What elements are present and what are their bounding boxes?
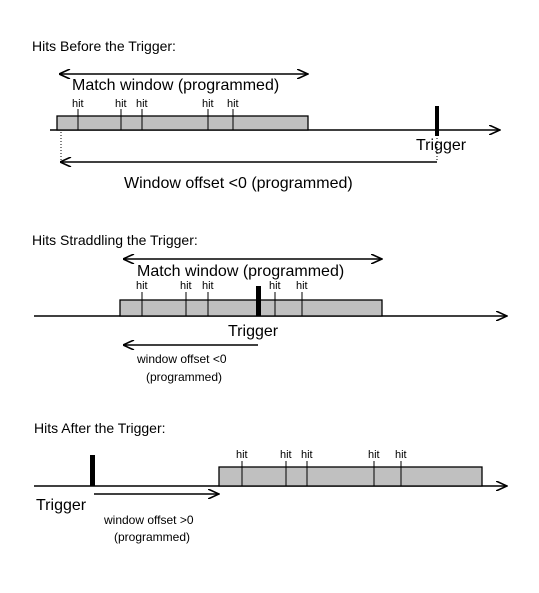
window-offset-label: window offset <0 [136,352,227,366]
trigger-label: Trigger [228,323,279,340]
hit-label: hit [180,280,192,292]
window-offset-label-sub: (programmed) [114,530,190,544]
hit-label: hit [301,449,313,461]
match-window-label: Match window (programmed) [72,77,279,94]
window-offset-label: Window offset <0 (programmed) [124,175,353,192]
match-window-box [56,115,309,131]
hit-label: hit [236,449,248,461]
hit-label: hit [368,449,380,461]
hit-label: hit [72,98,84,110]
trigger-marker [90,455,95,486]
window-offset-label-sub: (programmed) [146,370,222,384]
panel-hits-straddling: Hits Straddling the Trigger: Match windo… [32,232,507,384]
hit-label: hit [136,98,148,110]
panel-hits-after: Hits After the Trigger: hit hit hit hit … [34,420,507,544]
hit-label: hit [115,98,127,110]
panel-title: Hits Straddling the Trigger: [32,232,198,248]
trigger-label: Trigger [416,137,467,154]
hit-label: hit [395,449,407,461]
hit-label: hit [136,280,148,292]
trigger-marker [435,106,439,136]
hit-label: hit [202,98,214,110]
hit-label: hit [202,280,214,292]
match-window-box [218,466,483,487]
window-offset-label: window offset >0 [103,513,194,527]
hit-label: hit [280,449,292,461]
panel-title: Hits Before the Trigger: [32,38,176,54]
panel-title: Hits After the Trigger: [34,420,166,436]
match-window-box [119,299,383,317]
match-window-label: Match window (programmed) [137,263,344,280]
panel-hits-before: Hits Before the Trigger: Match window (p… [32,38,500,192]
hit-label: hit [227,98,239,110]
trigger-label: Trigger [36,497,87,514]
hit-label: hit [269,280,281,292]
hit-label: hit [296,280,308,292]
trigger-marker [256,286,261,316]
